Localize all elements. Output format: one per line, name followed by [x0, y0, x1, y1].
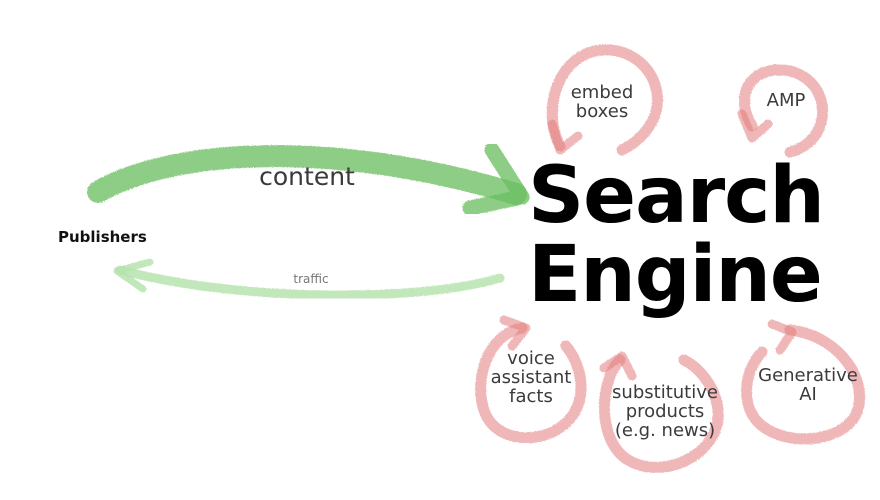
caption-line: boxes [575, 100, 629, 122]
loop-amp-caption: AMP [748, 90, 824, 111]
caption-line: AMP [766, 90, 806, 111]
caption-line: (e.g. news) [614, 419, 716, 441]
loop-substitutive-icon [599, 351, 724, 473]
loop-amp-icon [737, 64, 829, 158]
traffic-flow-label: traffic [293, 272, 329, 286]
caption-line: substitutive [612, 382, 718, 403]
loop-substitutive-caption: substitutive products (e.g. news) [598, 382, 732, 441]
caption-line: facts [509, 385, 553, 407]
caption-line: products [625, 400, 705, 422]
loop-embed-icon [546, 44, 663, 156]
caption-line: assistant [490, 366, 572, 388]
content-flow-label: content [259, 162, 355, 191]
publishers-label: Publishers [58, 228, 147, 246]
loop-generative-caption: Generative AI [748, 365, 868, 405]
caption-line: embed [570, 82, 634, 103]
caption-line: AI [799, 383, 817, 405]
loop-voice-icon [475, 315, 587, 444]
loop-embed-caption: embed boxes [556, 82, 648, 122]
caption-line: voice [507, 348, 555, 369]
loop-generative-icon [741, 319, 866, 445]
loop-voice-caption: voice assistant facts [476, 348, 586, 407]
search-engine-title-line-2: Engine [528, 230, 823, 320]
caption-line: Generative [758, 365, 858, 386]
traffic-arrow-icon [113, 258, 505, 300]
search-engine-title-line-1: Search [528, 151, 825, 241]
content-arrow-icon [87, 142, 530, 216]
